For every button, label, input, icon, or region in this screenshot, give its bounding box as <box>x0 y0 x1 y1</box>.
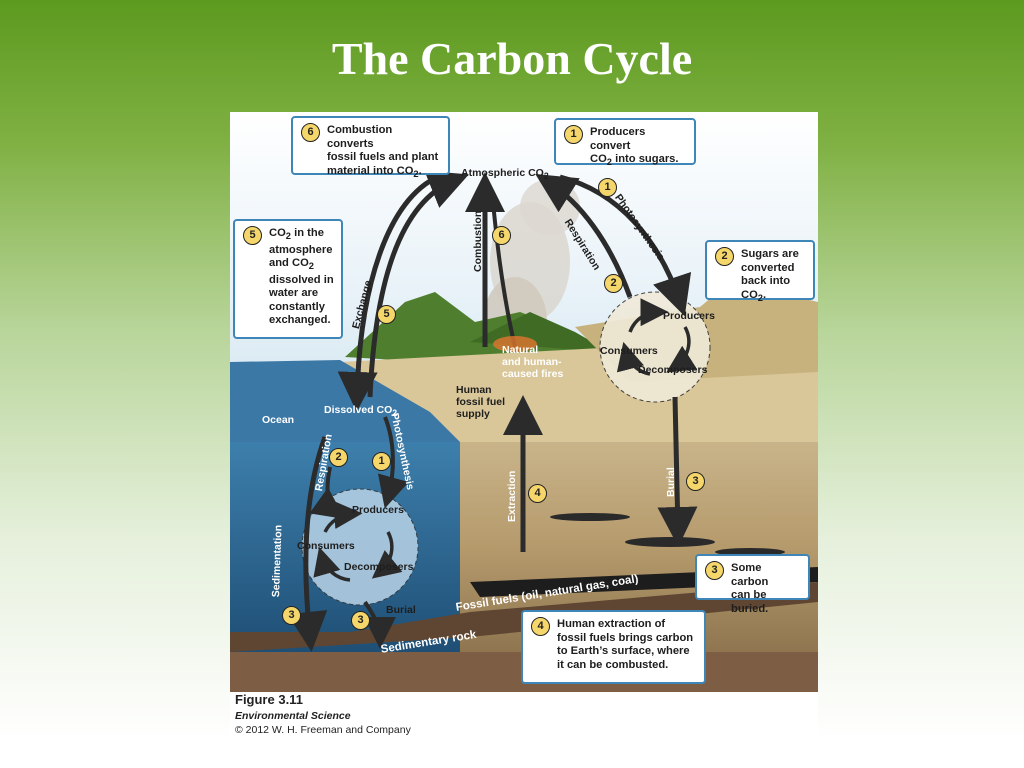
figure-book: Environmental Science <box>235 710 351 722</box>
figure-number: Figure 3.11 <box>235 692 303 707</box>
label-consumers-ocean: Consumers <box>297 540 355 552</box>
badge-respiration: 2 <box>604 274 623 293</box>
number-badge: 6 <box>301 123 320 142</box>
label-ocean: Ocean <box>262 414 295 426</box>
label-consumers-land: Consumers <box>600 345 658 357</box>
number-badge: 1 <box>564 125 583 144</box>
badge-exchange: 5 <box>377 305 396 324</box>
burial-arrow-land <box>657 396 698 547</box>
number-badge: 4 <box>531 617 550 636</box>
callout-combustion: 6 Combustion converts fossil fuels and p… <box>291 116 450 179</box>
ocean-photosynthesis-arrow <box>377 416 409 509</box>
fire-glow <box>493 336 537 352</box>
label-producers-ocean: Producers <box>352 504 404 516</box>
callout-burial: 3 Some carbon can be buried. <box>695 554 810 615</box>
exchange-arrow-up <box>367 170 469 398</box>
slide-title: The Carbon Cycle <box>331 33 693 84</box>
badge-burial-ocean: 3 <box>351 611 370 630</box>
badge-respiration-ocean: 2 <box>329 448 348 467</box>
badge-photosynthesis-ocean: 1 <box>372 452 391 471</box>
carbon-cycle-figure: 6 Combustion converts fossil fuels and p… <box>230 112 818 760</box>
label-extraction: Extraction <box>506 470 518 522</box>
number-badge: 3 <box>705 561 724 580</box>
label-combustion: Combustion <box>472 210 484 272</box>
label-decomposers-ocean: Decomposers <box>344 561 414 573</box>
number-badge: 5 <box>243 226 262 245</box>
label-atmospheric-co2: Atmospheric CO2 <box>461 167 549 182</box>
label-decomposers-land: Decomposers <box>638 364 708 376</box>
sedimentation-arrow <box>287 436 328 652</box>
burial-arrow-ocean <box>363 600 396 649</box>
callout-sugars: 2 Sugars are converted back into CO2. <box>705 240 815 303</box>
callout-exchange: 5 CO2 in the atmosphere and CO2 dissolve… <box>233 219 343 339</box>
label-producers-land: Producers <box>663 310 715 322</box>
badge-burial-land: 3 <box>686 472 705 491</box>
callout-producers: 1 Producers convert CO2 into sugars. <box>554 118 696 167</box>
land-cycle-circle <box>599 291 711 403</box>
callout-extraction: 4 Human extraction of fossil fuels bring… <box>521 610 706 684</box>
label-dissolved-co2: Dissolved CO2 <box>324 404 398 419</box>
figure-copyright: © 2012 W. H. Freeman and Company <box>235 724 411 736</box>
label-burial-ocean: Burial <box>386 604 416 616</box>
badge-sedimentation: 3 <box>282 606 301 625</box>
label-burial-land: Burial <box>665 467 677 497</box>
ocean-respiration-arrow <box>309 466 345 519</box>
badge-combustion: 6 <box>492 226 511 245</box>
number-badge: 2 <box>715 247 734 266</box>
photosynthesis-arrow <box>559 174 692 317</box>
label-sedimentation: Sedimentation <box>270 524 285 598</box>
respiration-arrow <box>535 174 633 298</box>
badge-photosynthesis: 1 <box>598 178 617 197</box>
badge-extraction: 4 <box>528 484 547 503</box>
